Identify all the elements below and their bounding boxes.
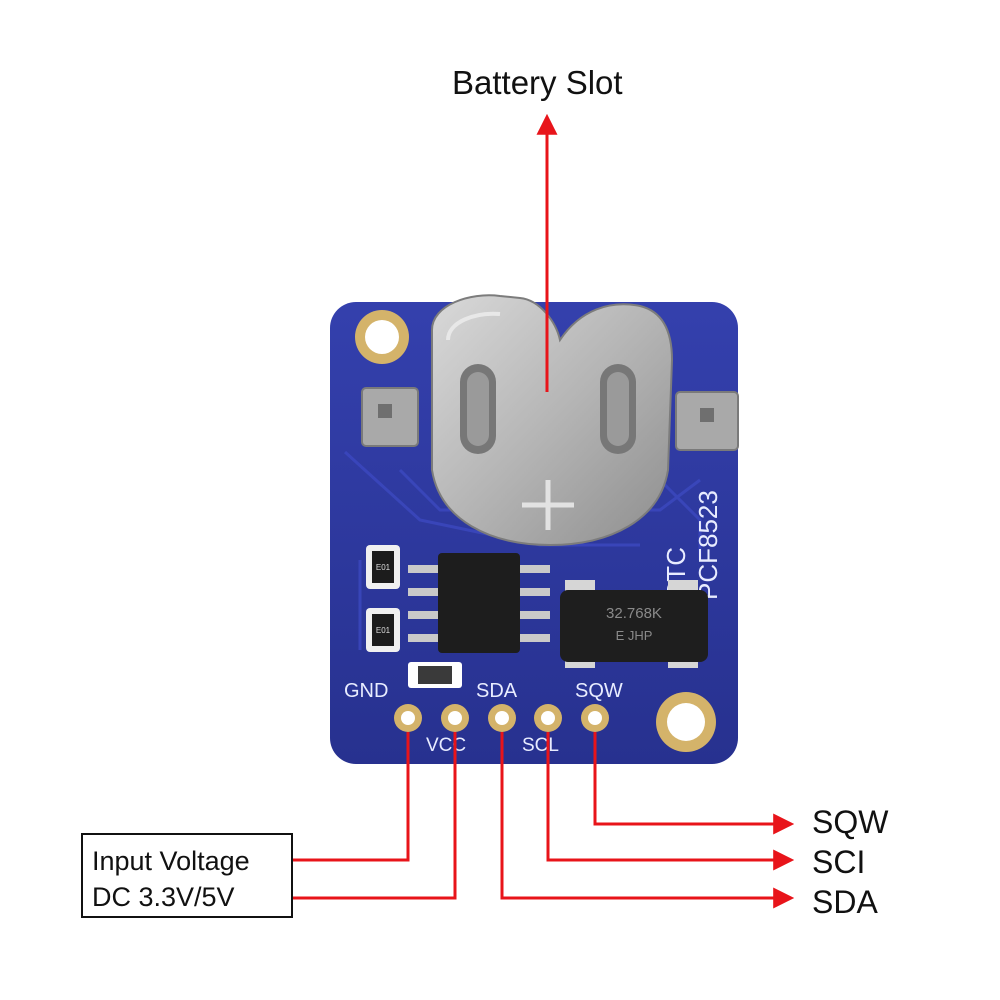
- pin-label-gnd: GND: [344, 680, 388, 702]
- resistor-bottom: E01: [366, 608, 400, 652]
- resistor-bottom-code: E01: [376, 626, 391, 635]
- rtc-chip: [408, 553, 550, 653]
- input-voltage-line1: Input Voltage: [92, 846, 250, 876]
- capacitor: [408, 662, 462, 688]
- battery-slot-label: Battery Slot: [452, 64, 623, 101]
- pin-label-scl: SCL: [522, 735, 559, 756]
- sda-output-label: SDA: [812, 884, 878, 920]
- gnd-leader: [293, 732, 410, 862]
- sci-output-label: SCI: [812, 844, 866, 880]
- battery-holder: [361, 294, 739, 547]
- pin-label-sda: SDA: [476, 680, 518, 702]
- mounting-hole-bottom-right: [656, 692, 716, 752]
- pin-label-vcc: VCC: [426, 735, 466, 756]
- crystal-oscillator: 32.768K E JHP: [560, 580, 708, 668]
- sqw-arrow: [593, 732, 795, 835]
- pin-label-sqw: SQW: [575, 680, 623, 702]
- sqw-output-label: SQW: [812, 804, 889, 840]
- resistor-top: E01: [366, 545, 400, 589]
- mounting-hole-top-left: [355, 310, 409, 364]
- crystal-sub-marking: E JHP: [616, 628, 653, 643]
- pin-pads: [394, 704, 609, 732]
- resistor-top-code: E01: [376, 563, 391, 572]
- sci-arrow: [546, 732, 795, 871]
- input-voltage-line2: DC 3.3V/5V: [92, 882, 235, 912]
- sda-arrow: [500, 732, 795, 909]
- vcc-leader: [293, 732, 457, 900]
- input-voltage-box: Input Voltage DC 3.3V/5V: [81, 833, 293, 918]
- crystal-marking: 32.768K: [606, 605, 662, 622]
